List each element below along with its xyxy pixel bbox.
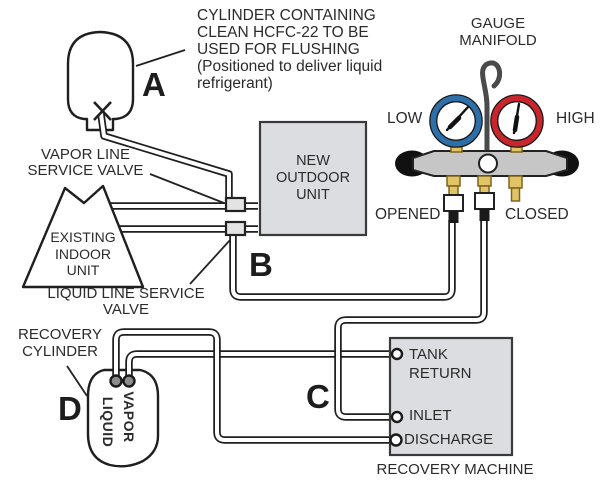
- tank-return-pipe: [125, 350, 394, 382]
- liquid-label: LIQUID: [100, 396, 116, 448]
- closed-port: [508, 175, 523, 189]
- low-gauge: [429, 94, 483, 148]
- cylinder-valve-x-icon: [93, 101, 112, 121]
- new-outdoor-unit-box: [258, 120, 368, 237]
- pointer-liquid-valve: [189, 238, 232, 285]
- existing-indoor-unit-shape: [21, 184, 145, 289]
- discharge-label: DISCHARGE: [404, 431, 494, 448]
- opened-label: OPENED: [375, 206, 441, 223]
- hanger-hook-icon: [480, 60, 503, 153]
- gauge-manifold: [395, 60, 579, 223]
- high-gauge: [490, 94, 544, 148]
- vapor-line-valve-label: VAPOR LINE SERVICE VALVE: [27, 146, 144, 179]
- gauge-manifold-label: GAUGE MANIFOLD: [459, 15, 537, 49]
- recovery-cylinder-label: RECOVERY CYLINDER: [18, 326, 102, 360]
- ref-label-b: B: [249, 246, 273, 283]
- tank-return-port: [390, 347, 404, 361]
- existing-indoor-unit-label: EXISTING INDOOR UNIT: [50, 229, 116, 278]
- ref-label-c: C: [306, 378, 330, 415]
- tank-return-label: TANK RETURN: [409, 346, 472, 382]
- pointer-vapor-valve: [149, 173, 225, 204]
- ref-label-a: A: [142, 66, 166, 103]
- inlet-label: INLET: [409, 407, 452, 424]
- ref-label-d: D: [58, 390, 82, 427]
- liquid-line-valve-label: LIQUID LINE SERVICE VALVE: [47, 285, 205, 318]
- manifold-ports: [443, 175, 523, 223]
- center-hose-fitting: [474, 192, 495, 210]
- low-label: LOW: [387, 110, 423, 127]
- vapor-service-valve: [224, 196, 247, 213]
- cylinder-note: CYLINDER CONTAINING CLEAN HCFC-22 TO BE …: [197, 7, 383, 92]
- high-label: HIGH: [556, 110, 595, 127]
- liquid-port: [109, 374, 123, 388]
- pointer-recovery-cylinder: [66, 365, 88, 397]
- discharge-port: [389, 433, 403, 447]
- inlet-port: [390, 410, 404, 424]
- recovery-machine-label: RECOVERY MACHINE: [376, 461, 534, 478]
- manifold-sight-glass: [478, 153, 498, 174]
- recovery-cylinder-shape: [86, 368, 160, 468]
- low-hose-fitting: [443, 194, 464, 212]
- recovery-machine-box: [388, 336, 514, 457]
- pointer-cylinder-note: [135, 49, 186, 67]
- vapor-label: VAPOR: [121, 391, 137, 443]
- closed-label: CLOSED: [505, 206, 569, 223]
- new-outdoor-unit-label: NEW OUTDOOR UNIT: [275, 153, 351, 203]
- hcfc-cylinder: [66, 30, 135, 132]
- vapor-port: [122, 374, 136, 388]
- liquid-service-valve: [224, 220, 247, 237]
